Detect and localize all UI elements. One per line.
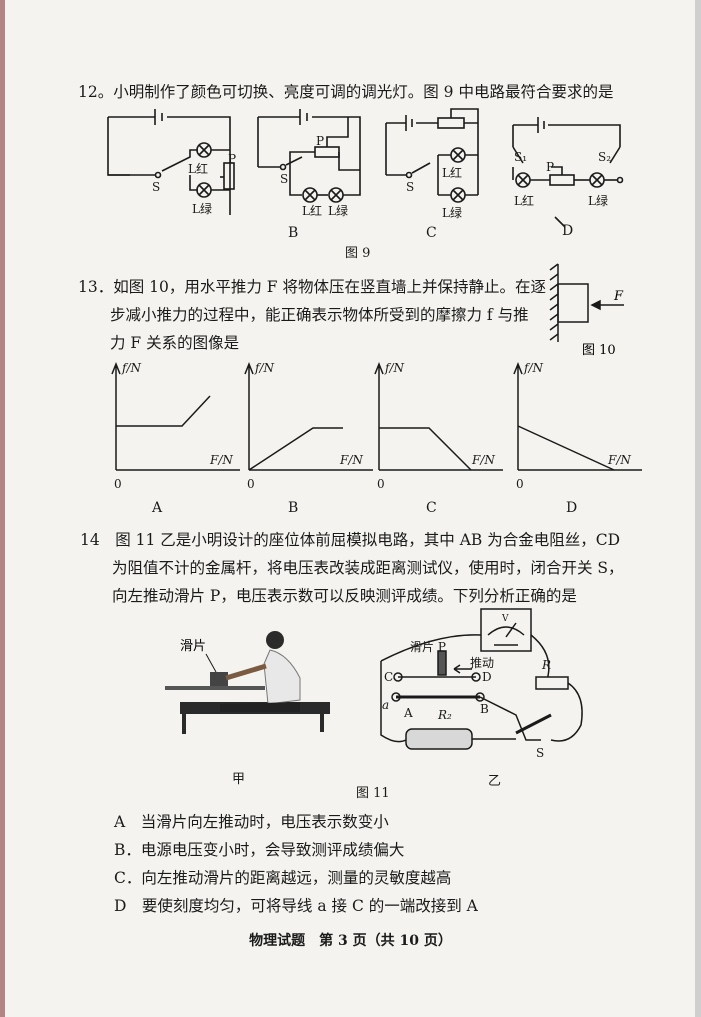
graph-c-option: C	[426, 500, 437, 516]
graph-a-option: A	[151, 500, 163, 516]
graph-b-xlabel: F/N	[339, 453, 363, 467]
graph-b-option: B	[288, 500, 298, 516]
graph-b	[244, 361, 373, 471]
label-switch-s: S	[536, 746, 544, 760]
circuit-a	[107, 109, 235, 215]
figure-11-photo-jia: 滑片	[160, 620, 340, 750]
q13-line3: 力 F 关系的图像是	[110, 334, 240, 352]
label-option-d: D	[562, 223, 573, 239]
label-voltmeter: V	[501, 614, 509, 624]
page-footer: 物理试题 第 3 页（共 10 页）	[249, 933, 452, 949]
q12-stem: 12。小明制作了颜色可切换、亮度可调的调光灯。图 9 中电路最符合要求的是	[78, 83, 614, 101]
graph-d-xlabel: F/N	[607, 453, 631, 467]
label-option-c: C	[426, 225, 437, 241]
figure-9: S P L红 L绿 S P L红 L绿 B S L红 L绿 C S₁ S₂ P …	[107, 108, 624, 260]
q14-choice-d[interactable]: D 要使刻度均匀，可将导线 a 接 C 的一端改接到 A	[114, 897, 478, 915]
graph-a	[111, 361, 240, 471]
label-c: C	[384, 670, 393, 684]
label-slider-p: 滑片 P	[410, 640, 446, 654]
label-jia: 甲	[232, 772, 246, 787]
label-yi: 乙	[488, 774, 502, 789]
label-option-b: B	[288, 225, 298, 241]
scan-edge-right	[695, 0, 701, 1017]
graph-c-origin: 0	[377, 477, 385, 491]
figure-9-caption: 图 9	[345, 246, 370, 260]
label-lgreen-b: L绿	[328, 203, 348, 218]
q13-graphs: f/N F/N f/N F/N f/N F/N f/N F/N 0 0 0 0 …	[111, 361, 642, 516]
label-p-d: P	[546, 160, 554, 174]
label-lred-d: L红	[514, 193, 534, 208]
figure-11-caption: 图 11	[356, 786, 390, 801]
label-lred-a: L红	[188, 161, 208, 176]
graph-d-ylabel: f/N	[523, 361, 543, 375]
graph-d-origin: 0	[516, 477, 524, 491]
graph-a-xlabel: F/N	[209, 453, 233, 467]
label-s1-d: S₁	[514, 150, 527, 164]
figure-11-circuit-yi: 滑片 P 推动 C D A B R₂ R a S V	[380, 608, 583, 760]
graph-c	[374, 361, 503, 471]
q14-choice-c[interactable]: C．向左推动滑片的距离越远，测量的灵敏度越高	[114, 869, 452, 887]
label-s-a: S	[152, 180, 160, 194]
q14-choice-b[interactable]: B．电源电压变小时，会导致测评成绩偏大	[114, 841, 405, 859]
label-a: A	[403, 706, 413, 720]
graph-c-ylabel: f/N	[384, 361, 404, 375]
circuit-b	[257, 109, 361, 203]
label-d: D	[482, 670, 492, 684]
q13-line2: 步减小推力的过程中，能正确表示物体所受到的摩擦力 f 与推	[110, 306, 529, 324]
graph-a-ylabel: f/N	[121, 361, 141, 375]
label-b: B	[480, 702, 489, 716]
q14-choice-a[interactable]: A 当滑片向左推动时，电压表示数变小	[114, 813, 389, 831]
label-lred-c: L红	[442, 165, 462, 180]
label-r: R	[541, 658, 551, 672]
graph-d-option: D	[566, 500, 577, 516]
graph-b-origin: 0	[247, 477, 255, 491]
q14-line2: 为阻值不计的金属杆，将电压表改装成距离测试仪，使用时，闭合开关 S，	[112, 559, 624, 577]
label-s2-d: S₂	[598, 150, 611, 164]
q14-line1: 14 图 11 乙是小明设计的座位体前屈模拟电路，其中 AB 为合金电阻丝，CD	[80, 531, 621, 549]
graph-d	[513, 361, 642, 471]
label-s-b: S	[280, 172, 288, 186]
label-slider: 滑片	[180, 639, 206, 654]
label-lgreen-c: L绿	[442, 205, 462, 220]
figure-10-caption: 图 10	[582, 343, 616, 358]
label-p-b: P	[316, 134, 324, 148]
circuit-d	[512, 117, 624, 228]
graph-a-origin: 0	[114, 477, 122, 491]
graph-b-ylabel: f/N	[254, 361, 274, 375]
label-lgreen-a: L绿	[192, 201, 212, 216]
graph-c-xlabel: F/N	[471, 453, 495, 467]
label-wire-a: a	[382, 698, 389, 712]
label-push: 推动	[470, 656, 494, 670]
scan-edge-left	[0, 0, 5, 1017]
q14-line3: 向左推动滑片 P，电压表示数可以反映测评成绩。下列分析正确的是	[112, 587, 577, 605]
label-r2: R₂	[437, 708, 452, 722]
figure-10: F 图 10	[549, 263, 624, 358]
label-p-a: P	[228, 152, 236, 166]
label-lgreen-d: L绿	[588, 193, 608, 208]
q13-line1: 13．如图 10，用水平推力 F 将物体压在竖直墙上并保持静止。在逐	[78, 278, 546, 296]
circuit-c	[385, 108, 479, 203]
label-lred-b: L红	[302, 203, 322, 218]
label-s-c: S	[406, 180, 414, 194]
force-label: F	[613, 289, 624, 304]
